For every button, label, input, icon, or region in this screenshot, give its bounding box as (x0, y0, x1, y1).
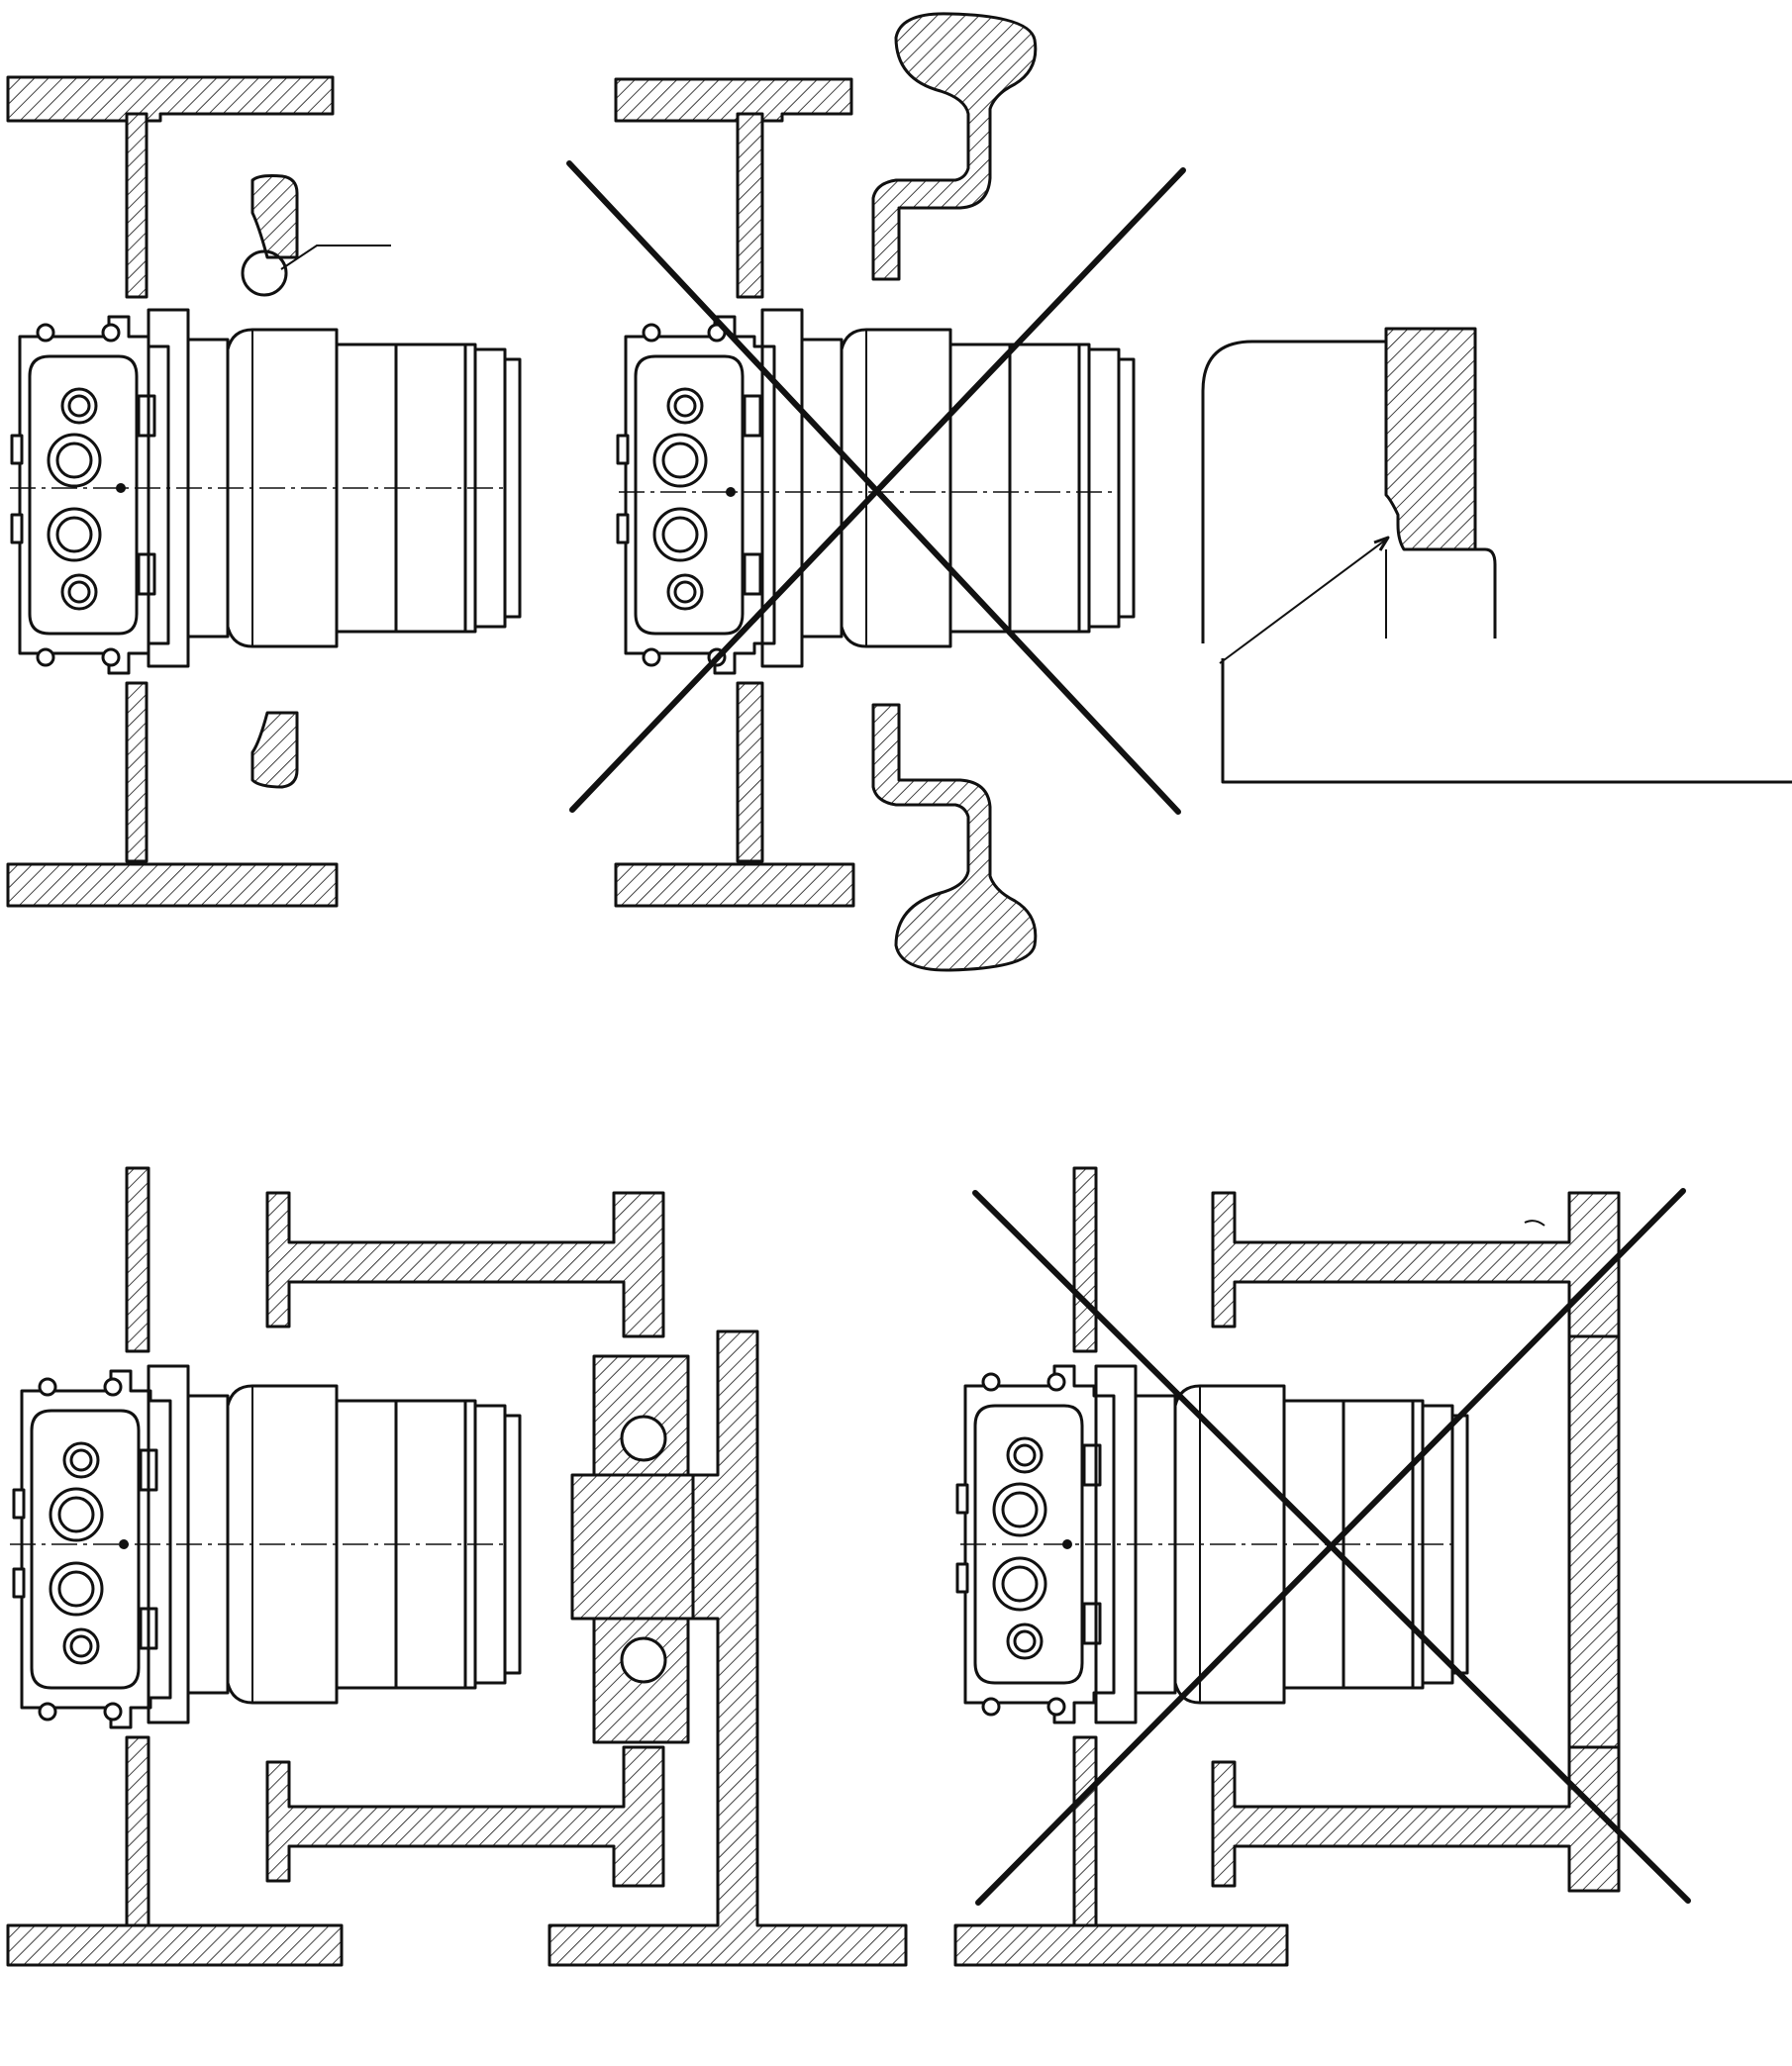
i-beam-bottom-flange (614, 862, 855, 908)
panel-bottom-left (6, 1166, 908, 1967)
rejection-cross-line-b (569, 167, 1186, 813)
rejection-cross-line-b (975, 1188, 1686, 1906)
panel-bottom-right (953, 1166, 1691, 1967)
support-plate-upper (125, 1166, 150, 1353)
panel-top-middle (566, 12, 1186, 972)
ring-flange-bottom (250, 711, 299, 789)
housing-frame-top (265, 1191, 665, 1338)
i-beam-lower-web (125, 681, 149, 863)
hydraulic-motor (12, 1369, 172, 1729)
i-beam-upper-web (736, 112, 764, 299)
detail-shaft-outline (1404, 547, 1497, 639)
rail-profile-bottom (871, 703, 1038, 972)
support-plate-lower (125, 1735, 150, 1944)
rejection-cross-line-a (566, 160, 1181, 815)
rail-profile-top (871, 12, 1038, 281)
support-plate-lower (1072, 1735, 1098, 1944)
housing-frame-bottom (265, 1745, 665, 1888)
i-beam-upper-web (125, 112, 149, 299)
detail-arrow-leader (1219, 539, 1387, 664)
detail-marker-circle (241, 249, 288, 297)
end-plate (1567, 1334, 1621, 1749)
ring-flange-top (250, 174, 299, 259)
hydraulic-motor (10, 315, 170, 675)
i-beam-lower-web (736, 681, 764, 863)
base-beam-left (6, 1923, 344, 1967)
panel-top-right-detail (1201, 327, 1792, 784)
detail-section-hatch (1384, 327, 1477, 551)
support-plate-upper (1072, 1166, 1098, 1353)
detail-base-line (1221, 658, 1792, 784)
ball-bearing-upper (620, 1415, 667, 1462)
detail-housing-outline (1201, 340, 1386, 643)
i-beam-top-flange (614, 77, 853, 123)
pedestal-support (548, 1329, 908, 1967)
i-beam-top-flange (6, 75, 335, 123)
ball-bearing-lower (620, 1636, 667, 1684)
panel-top-left (6, 75, 522, 908)
gear-drive-drum (760, 308, 1136, 668)
i-beam-bottom-flange (6, 862, 339, 908)
base-beam (953, 1923, 1289, 1967)
detail-leader-line (280, 245, 391, 270)
